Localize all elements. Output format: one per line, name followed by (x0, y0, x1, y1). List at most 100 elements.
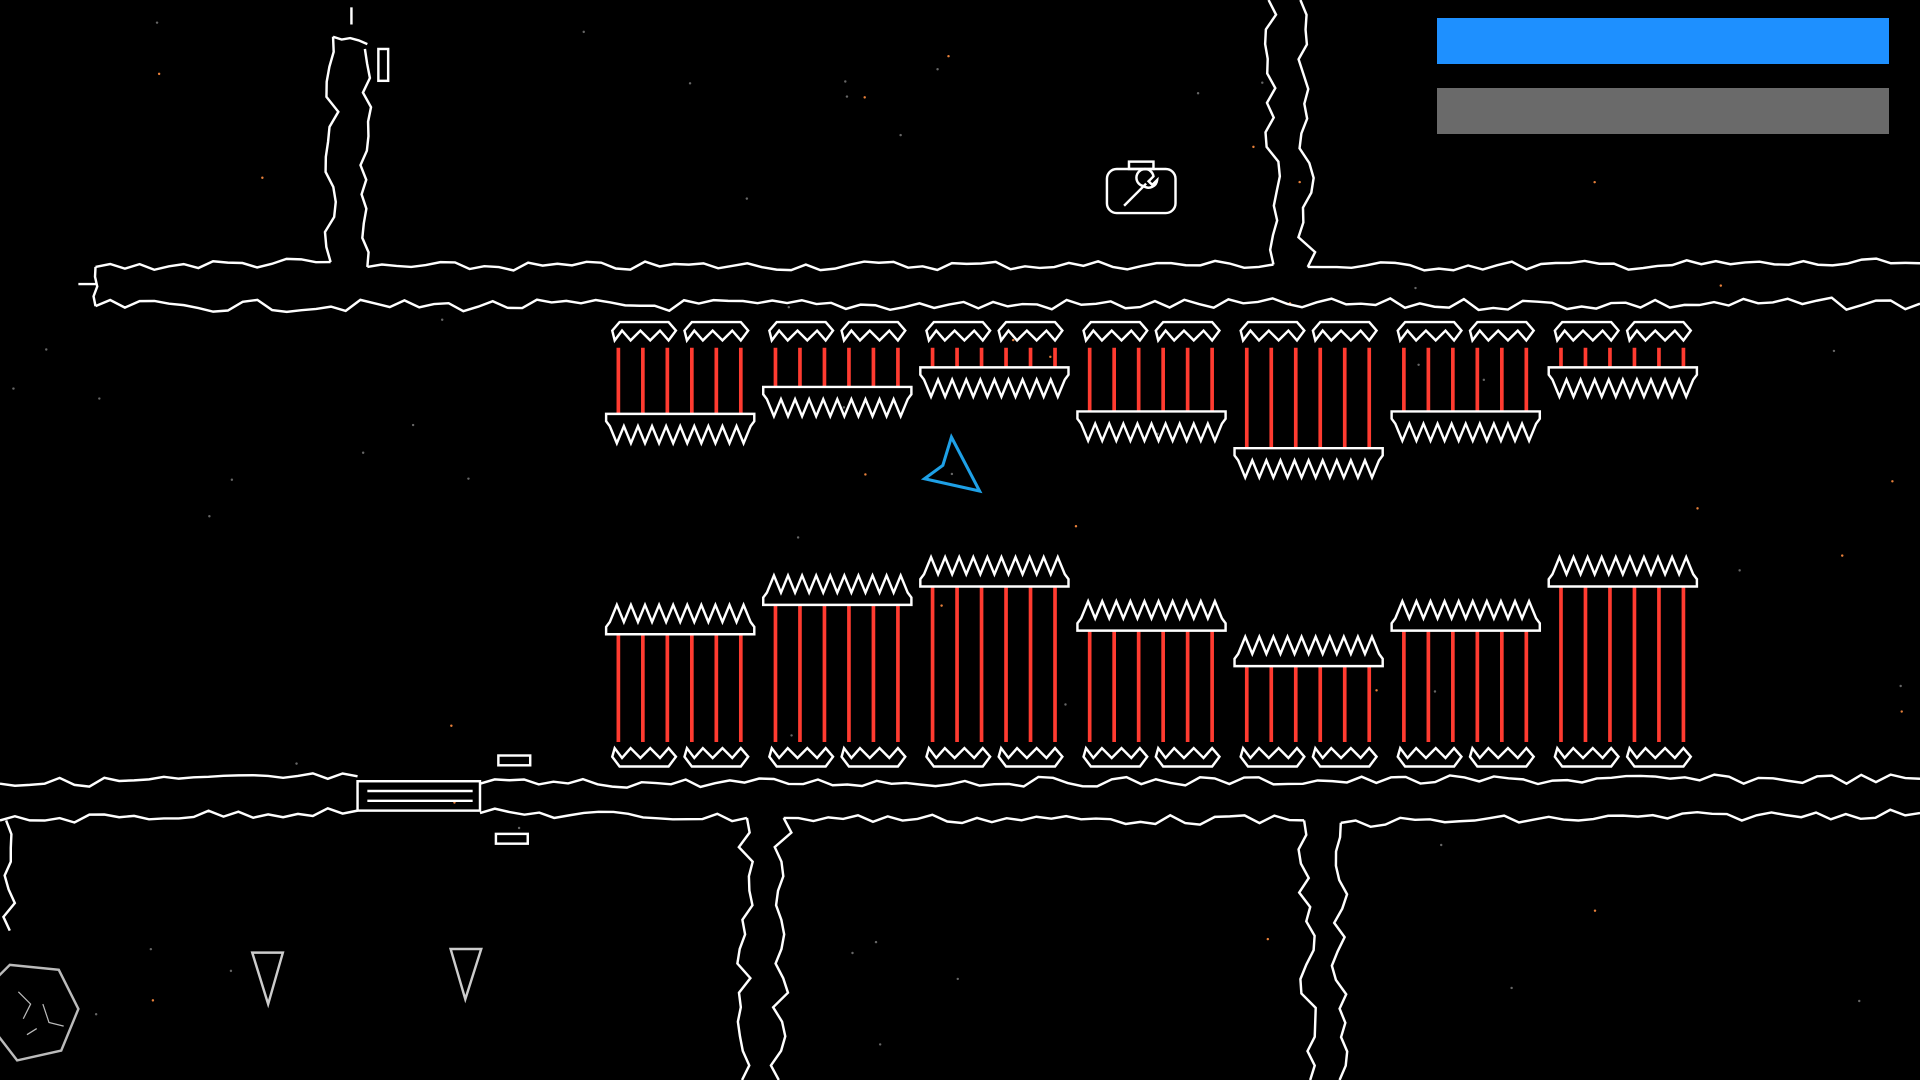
cave-wall (1330, 822, 1349, 1080)
health-bar (1437, 18, 1889, 64)
star (878, 1043, 882, 1046)
cave-wall (1, 819, 17, 932)
player-ship (920, 433, 983, 494)
star (1832, 349, 1836, 353)
crusher-anchor-bottom (683, 745, 750, 768)
star (796, 536, 800, 539)
star (94, 1013, 98, 1016)
cave-wall (95, 257, 331, 272)
crusher-anchor-bottom (610, 745, 678, 768)
crusher-plate-top (1547, 366, 1699, 400)
cave-wall (359, 48, 373, 268)
crusher-anchor-bottom (1239, 745, 1306, 768)
star (1738, 569, 1741, 572)
crusher-plate-bottom (919, 553, 1070, 588)
star (936, 67, 939, 71)
star (1011, 338, 1015, 342)
crusher-array (604, 320, 1699, 768)
cave-wall (1340, 808, 1920, 829)
cave-wall (95, 296, 1920, 314)
crusher-plate-top (762, 385, 913, 420)
star (1439, 843, 1443, 847)
cave-wall (92, 266, 99, 307)
star (1719, 284, 1723, 287)
star (1261, 81, 1264, 84)
star (940, 604, 943, 607)
star (208, 515, 211, 518)
wrench-pickup[interactable] (1105, 160, 1177, 215)
star (1891, 480, 1894, 483)
cave-wall (479, 773, 1920, 789)
cave-wall (1297, 820, 1317, 1080)
star (295, 762, 298, 765)
star (1064, 703, 1067, 706)
star (517, 826, 521, 830)
gate-left (356, 754, 532, 845)
spike-enemy (250, 951, 285, 1009)
star (1049, 355, 1052, 359)
star (688, 82, 692, 85)
crusher-column (762, 320, 913, 768)
star (842, 406, 846, 409)
ship-arrow-icon (920, 433, 983, 494)
spike-enemies (250, 947, 483, 1009)
crusher-column (604, 320, 756, 768)
crusher-anchor-top (1396, 320, 1463, 344)
star (261, 176, 264, 179)
crusher-column (1390, 320, 1542, 768)
cave-wall (1263, 0, 1282, 265)
cave-wall (1307, 257, 1920, 272)
cave-wall (479, 807, 748, 823)
crusher-plate-top (1076, 410, 1227, 445)
cave-wall (332, 35, 368, 46)
cave-wall (0, 772, 358, 788)
cave-wall (736, 817, 755, 1080)
crusher-column (919, 320, 1070, 768)
star (230, 478, 234, 481)
star (1510, 986, 1513, 990)
crusher-anchor-bottom (1468, 745, 1536, 768)
crusher-plate-top (919, 366, 1070, 400)
crusher-plate-top (1390, 410, 1542, 445)
star (851, 951, 854, 955)
crusher-anchor-bottom (1082, 745, 1149, 768)
crusher-anchor-top (1239, 320, 1306, 344)
star (1252, 145, 1255, 149)
crusher-anchor-bottom (1625, 745, 1693, 768)
star (790, 734, 793, 737)
starfield (12, 21, 1903, 1046)
crusher-column (1547, 320, 1699, 768)
star (956, 977, 959, 981)
crusher-plate-top (604, 412, 756, 447)
crusher-anchor-top (1082, 320, 1149, 344)
star (45, 348, 48, 351)
star (1899, 684, 1902, 688)
crusher-column (1076, 320, 1227, 768)
star (229, 969, 233, 973)
star (467, 477, 470, 480)
star (1433, 690, 1437, 693)
star (1414, 286, 1417, 290)
star (1298, 180, 1301, 184)
crusher-anchor-top (1553, 320, 1621, 344)
crusher-anchor-top (1625, 320, 1693, 344)
star (845, 95, 849, 98)
cave-wall (769, 817, 793, 1080)
star (1375, 689, 1378, 692)
crusher-anchor-top (1154, 320, 1222, 344)
star (157, 72, 161, 76)
spike-enemy (448, 947, 483, 1004)
star (149, 947, 153, 951)
crusher-anchor-bottom (997, 745, 1064, 768)
cave-wall (367, 259, 1274, 272)
cave-wall (783, 813, 1305, 826)
crusher-plate-bottom (1390, 598, 1542, 632)
star (844, 80, 847, 83)
crusher-anchor-top (768, 320, 835, 344)
star (1900, 710, 1903, 713)
star (874, 940, 878, 944)
cave-wall (1297, 0, 1317, 268)
star (155, 21, 159, 24)
